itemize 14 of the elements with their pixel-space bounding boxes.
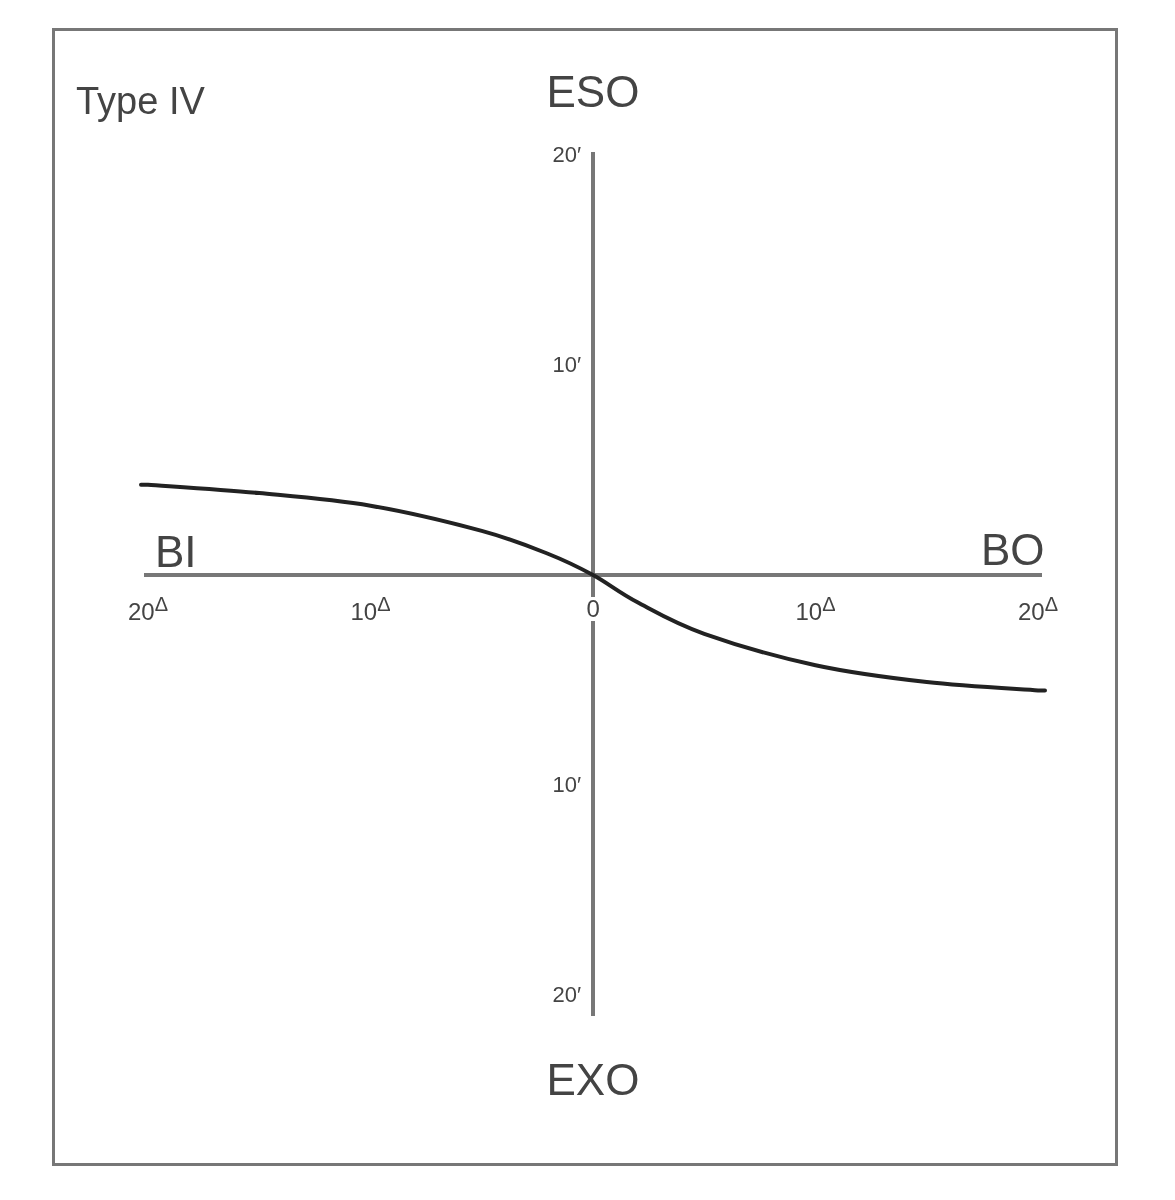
axis-end-label: BI (155, 530, 197, 574)
x-tick-label: 10$^{Δ}$ (350, 594, 391, 624)
x-tick-label: 20$^{Δ}$ (1018, 594, 1059, 624)
axis-end-label: ESO (546, 70, 640, 114)
axis-end-label: EXO (546, 1058, 640, 1102)
x-tick-label: 0 (586, 597, 600, 621)
x-tick-label: 20$^{Δ}$ (128, 594, 169, 624)
axis-end-label: BO (981, 528, 1045, 572)
y-tick-label: 10′ (552, 354, 582, 376)
x-tick-label: 10$^{Δ}$ (795, 594, 836, 624)
y-tick-label: 20′ (552, 144, 582, 166)
y-tick-label: 20′ (552, 984, 582, 1006)
panel-title: Type IV (76, 82, 205, 120)
y-tick-label: 10′ (552, 774, 582, 796)
